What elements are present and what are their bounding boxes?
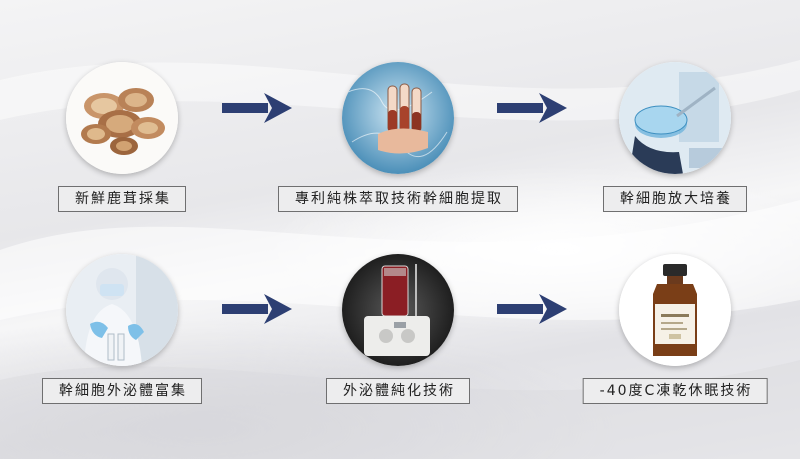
- step-label: 幹細胞外泌體富集: [42, 378, 202, 404]
- process-step-antler-collection: 新鮮鹿茸採集: [0, 62, 252, 262]
- step-label: -40度C凍乾休眠技術: [582, 378, 768, 404]
- step-label: 新鮮鹿茸採集: [58, 186, 186, 212]
- process-step-stem-cell-extraction: 專利純株萃取技術幹細胞提取: [268, 62, 528, 262]
- process-step-exosome-purification: 外泌體純化技術: [268, 254, 528, 454]
- lab-researcher-icon: [66, 254, 178, 366]
- process-step-stem-cell-culture: 幹細胞放大培養: [545, 62, 800, 262]
- step-label: 專利純株萃取技術幹細胞提取: [278, 186, 518, 212]
- step-label: 幹細胞放大培養: [603, 186, 747, 212]
- process-step-exosome-enrichment: 幹細胞外泌體富集: [0, 254, 252, 454]
- arrow-right-icon: [497, 294, 567, 324]
- step-label: 外泌體純化技術: [326, 378, 470, 404]
- test-tubes-icon: [342, 62, 454, 174]
- petri-dish-icon: [619, 62, 731, 174]
- purification-machine-icon: [342, 254, 454, 366]
- antler-slices-icon: [66, 62, 178, 174]
- arrow-right-icon: [222, 294, 292, 324]
- arrow-right-icon: [497, 93, 567, 123]
- process-step-freeze-drying: -40度C凍乾休眠技術: [545, 254, 800, 454]
- arrow-right-icon: [222, 93, 292, 123]
- serum-bottle-icon: [619, 254, 731, 366]
